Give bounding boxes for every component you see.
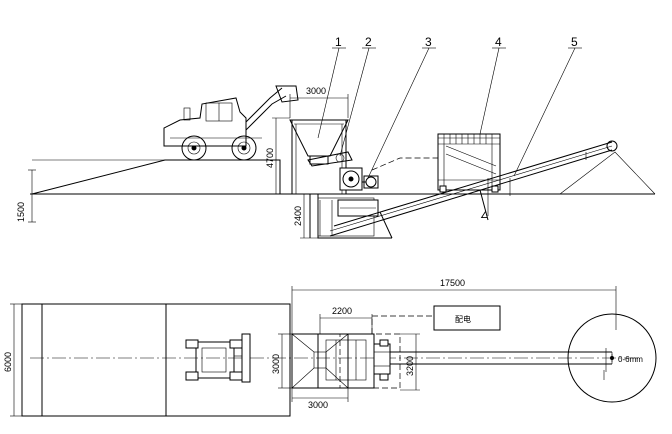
dim-pit-depth-label: 2400 bbox=[293, 206, 303, 226]
vibrating-feeder bbox=[307, 151, 353, 167]
stockpile bbox=[559, 151, 656, 195]
dim-hopper-width: 3000 bbox=[289, 86, 349, 118]
dim-left-height: 6000 bbox=[3, 303, 22, 417]
dim-hopper-width-label: 3000 bbox=[306, 86, 326, 96]
dim-screen-plan-height-label: 3200 bbox=[405, 356, 415, 376]
plan-loader bbox=[185, 333, 251, 383]
earth-ramp bbox=[31, 159, 281, 222]
dim-screen-width-label: 2200 bbox=[332, 306, 352, 316]
plan-view: 6000 3000 bbox=[3, 278, 657, 417]
dim-hopper-plan-width-label: 3000 bbox=[308, 400, 328, 410]
dim-screen-plan-height: 3200 bbox=[400, 333, 420, 391]
dim-screen-width: 2200 bbox=[319, 306, 373, 334]
callout-5: 5 bbox=[571, 35, 578, 49]
vibrating-screen bbox=[437, 133, 501, 193]
dim-total-length-label: 17500 bbox=[440, 278, 465, 288]
dim-hopper-height: 4700 bbox=[265, 117, 290, 194]
plan-conveyor bbox=[390, 348, 613, 372]
callout-1: 1 bbox=[335, 35, 342, 49]
plan-screen bbox=[317, 333, 391, 389]
callout-leaders bbox=[317, 47, 582, 179]
dim-left-height-label: 6000 bbox=[3, 352, 13, 372]
output-size-label: 0-6mm bbox=[618, 355, 643, 364]
callout-3: 3 bbox=[425, 35, 432, 49]
plan-dashed-outline bbox=[339, 315, 432, 389]
hammer-crusher bbox=[339, 167, 379, 191]
elevation-view: 3000 4700 bbox=[16, 35, 656, 239]
control-box: 配电 bbox=[433, 305, 501, 331]
dim-hopper-plan-width: 3000 bbox=[291, 388, 349, 410]
dim-hopper-height-label: 4700 bbox=[265, 148, 275, 168]
pit bbox=[309, 193, 392, 239]
dim-hopper-plan-height: 3000 bbox=[271, 333, 292, 389]
callout-2: 2 bbox=[365, 35, 372, 49]
dim-ramp-height-label: 1500 bbox=[16, 202, 26, 222]
dim-hopper-plan-height-label: 3000 bbox=[271, 354, 281, 374]
wheel-loader bbox=[163, 85, 299, 161]
plan-stockpile: 0-6mm bbox=[567, 313, 657, 403]
dim-pit-depth: 2400 bbox=[293, 194, 318, 239]
dim-total-length: 17500 bbox=[291, 278, 617, 334]
feed-hopper bbox=[289, 119, 349, 194]
plan-storage-yard bbox=[21, 303, 291, 417]
callout-4: 4 bbox=[495, 35, 502, 49]
conveyor-angle-label: ∠ bbox=[480, 210, 488, 220]
transfer-chute bbox=[371, 157, 441, 178]
dim-ramp-height: 1500 bbox=[16, 169, 36, 223]
belt-conveyor: ∠ bbox=[329, 140, 618, 239]
control-box-label: 配电 bbox=[455, 314, 471, 324]
